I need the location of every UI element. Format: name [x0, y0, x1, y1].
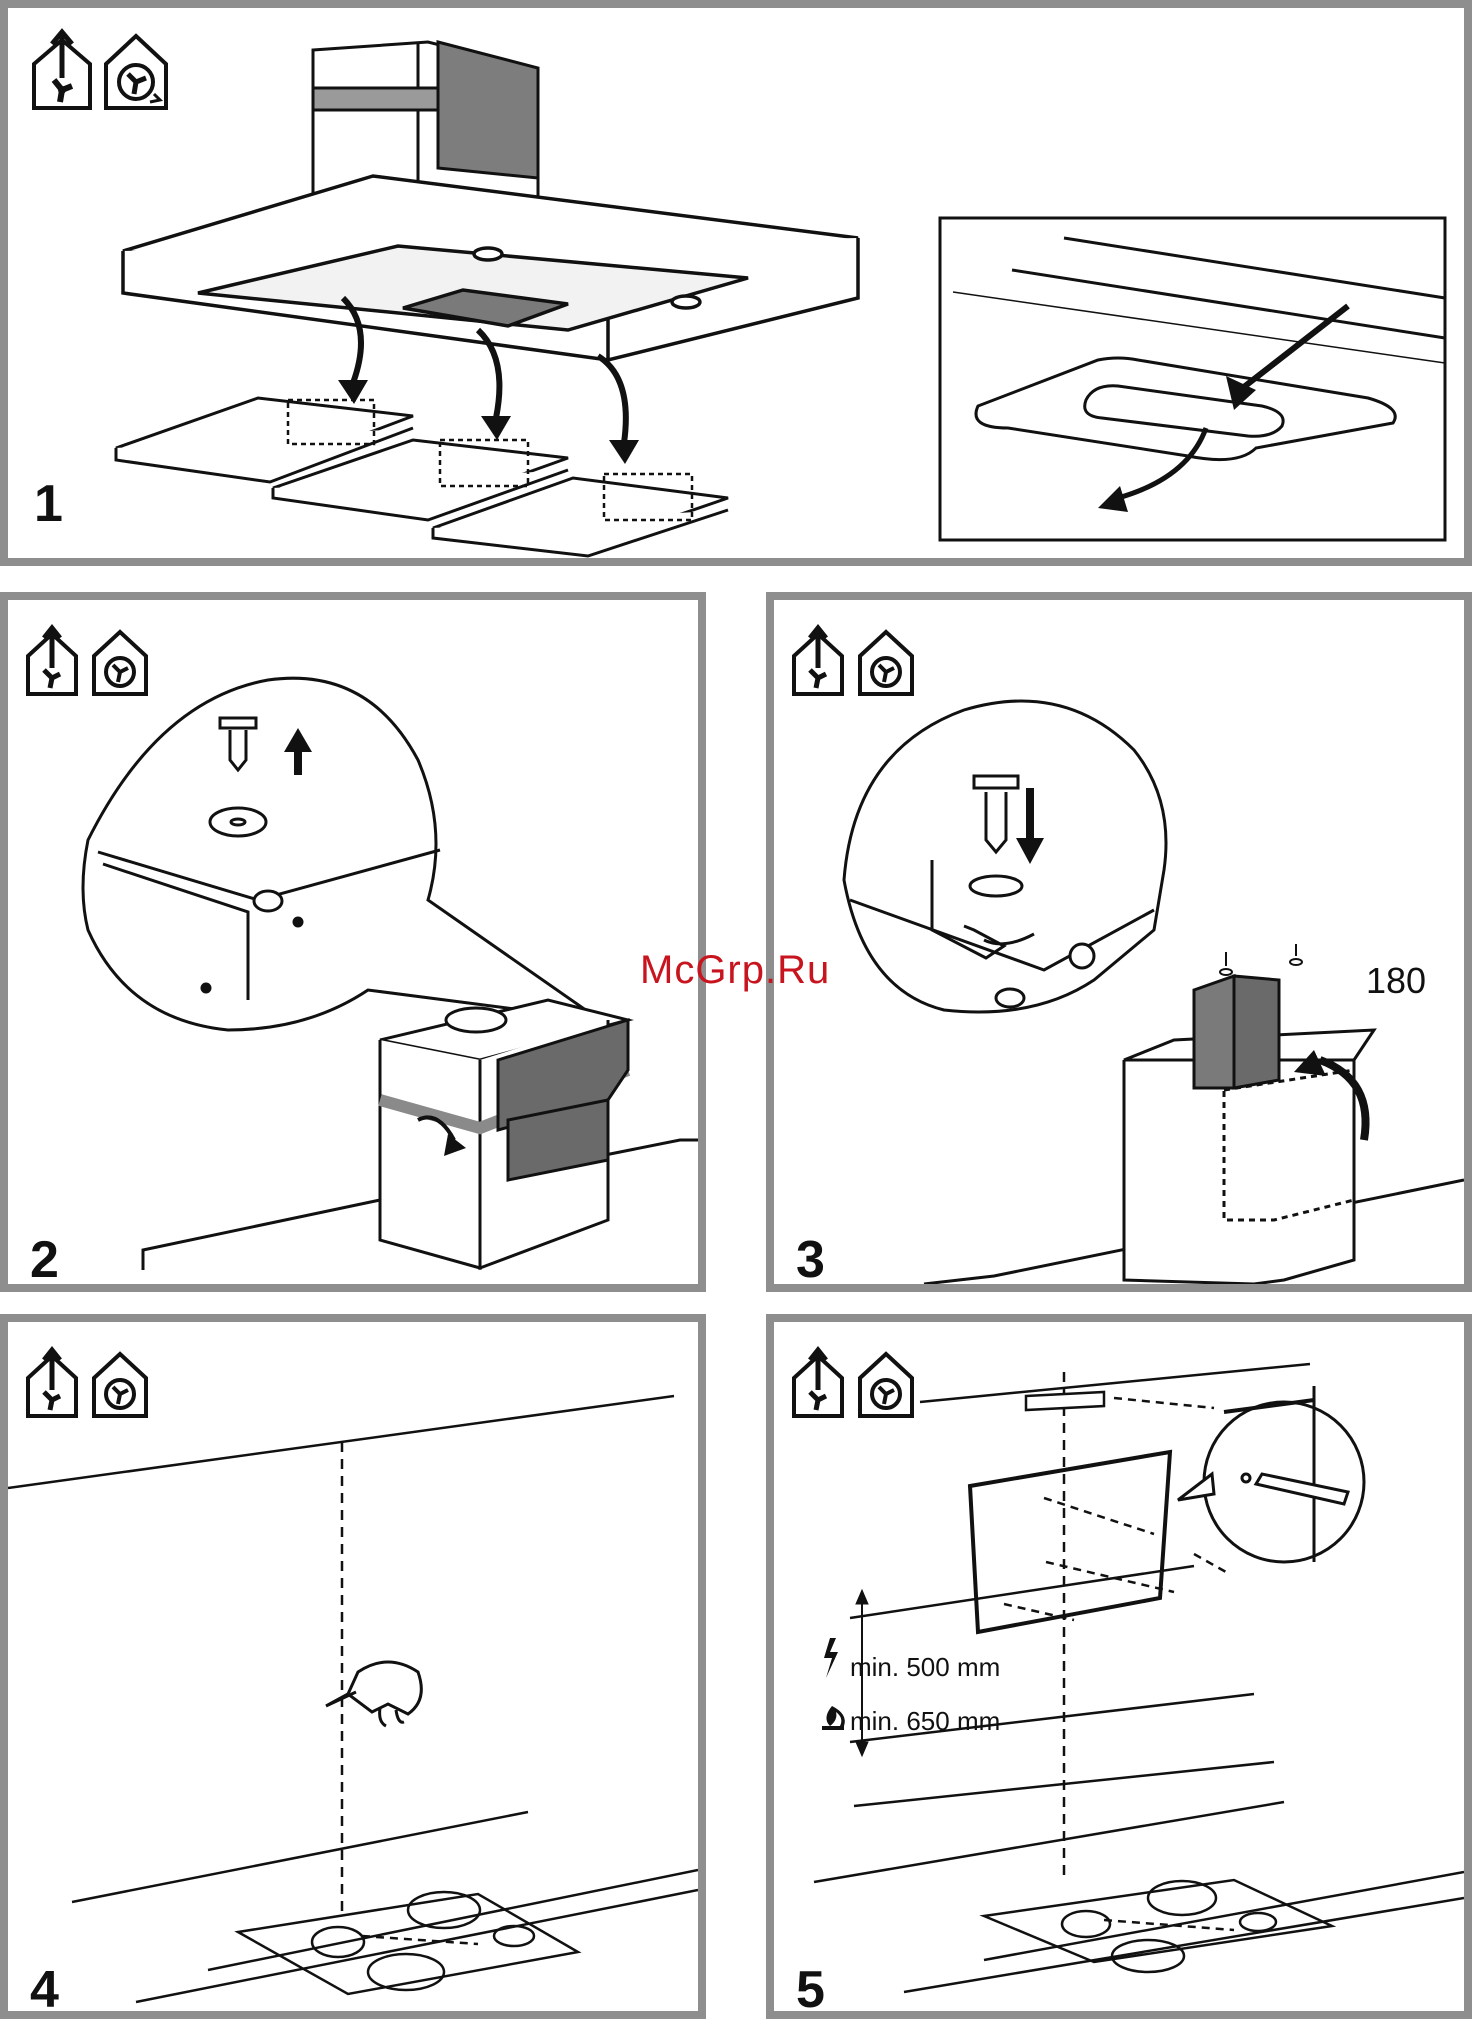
extraction-mode-icon	[34, 32, 90, 108]
extraction-mode-icon	[794, 628, 842, 694]
panel-step-5: min. 500 mm min. 650 mm 5	[766, 1314, 1472, 2019]
recirculation-mode-icon	[94, 632, 146, 694]
step-number-4: 4	[30, 1964, 59, 2016]
screw-detail-circle	[83, 678, 600, 1030]
recirculation-mode-icon	[860, 1354, 912, 1416]
panel-step-2: 2	[0, 592, 706, 1292]
marking-hand-icon	[326, 1662, 421, 1726]
panel-1-drawing	[8, 8, 1464, 558]
hood-canopy	[123, 176, 858, 360]
panel-3-drawing	[774, 600, 1464, 1284]
recirculation-mode-icon	[860, 632, 912, 694]
panel-step-1: 1	[0, 0, 1472, 566]
extraction-mode-icon	[794, 1350, 842, 1416]
gas-hob-icon	[822, 1706, 845, 1730]
dimension-gas: min. 650 mm	[850, 1706, 1000, 1737]
recirculation-mode-icon	[106, 36, 166, 108]
watermark: McGrp.Ru	[640, 948, 830, 993]
chimney-section	[143, 1000, 698, 1270]
filter-latch-detail	[940, 218, 1445, 540]
ceiling-wall-line	[8, 1396, 674, 1916]
panel-4-drawing	[8, 1322, 698, 2011]
step-number-5: 5	[796, 1964, 825, 2016]
panel-step-4: 4	[0, 1314, 706, 2019]
extraction-mode-icon	[28, 628, 76, 694]
recirculation-mode-icon	[94, 1354, 146, 1416]
chimney-section	[924, 976, 1464, 1284]
hob-and-worktop	[72, 1812, 698, 2002]
extraction-mode-icon	[28, 1350, 76, 1416]
step-number-2: 2	[30, 1234, 59, 1286]
electric-hob-icon	[824, 1638, 838, 1678]
dimension-electric: min. 500 mm	[850, 1652, 1000, 1683]
rotation-label: 180	[1366, 960, 1426, 1002]
marking-pencil-detail-circle	[1178, 1386, 1364, 1562]
screw-fit-detail-circle	[844, 701, 1166, 1012]
grease-filters	[116, 398, 728, 556]
panel-step-3: 180 3	[766, 592, 1472, 1292]
panel-2-drawing	[8, 600, 698, 1284]
step-number-1: 1	[34, 478, 63, 530]
step-number-3: 3	[796, 1234, 825, 1286]
hob-and-worktop	[814, 1802, 1464, 1992]
